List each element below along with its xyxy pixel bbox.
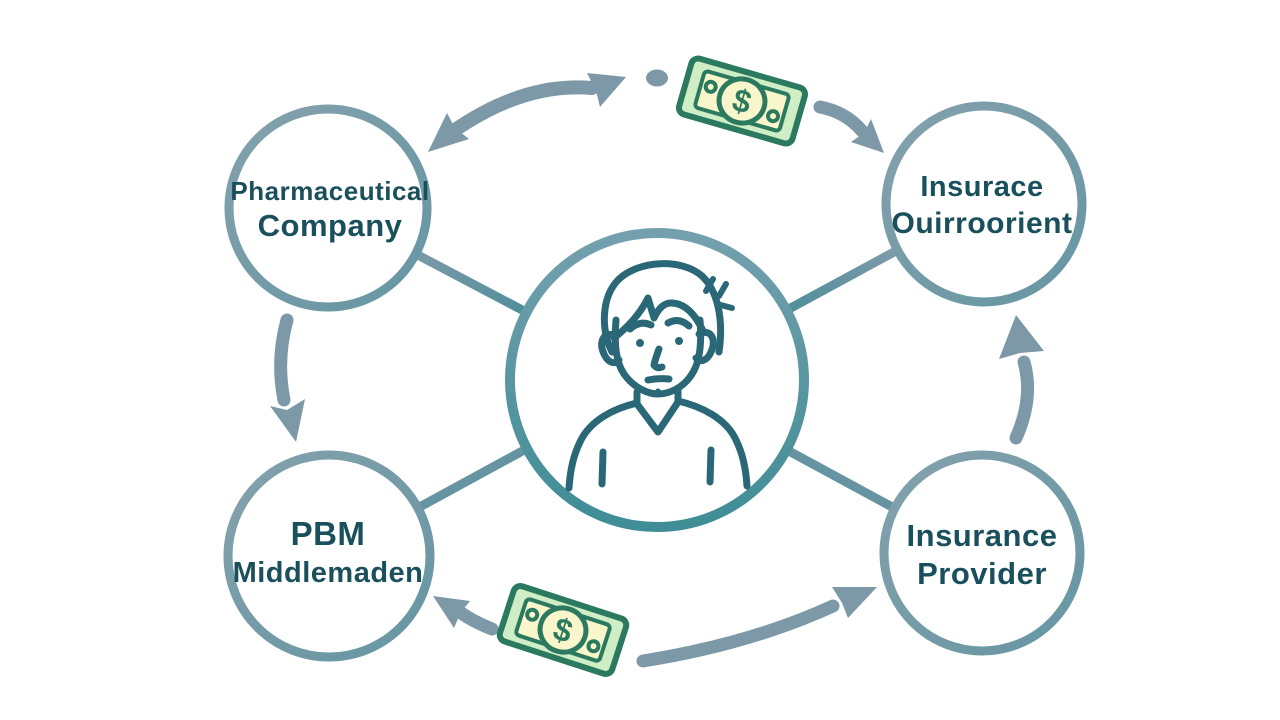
node-circle [881, 101, 1087, 307]
connector-pbm-to-center [413, 445, 529, 513]
node-pharmaceutical-company: Pharmaceutical Company [224, 104, 432, 312]
node-label-line1: Pharmaceutical [230, 176, 429, 206]
arrows [270, 69, 1044, 668]
center-hub [505, 228, 809, 532]
node-label-line1: Insurace [920, 171, 1043, 203]
node-label-line2: Provider [917, 556, 1047, 591]
curved-arrow-to-provider-icon [636, 587, 877, 668]
curved-arrow-pharma-to-pbm-icon [270, 313, 305, 442]
curved-arrow-to-pbm-icon [433, 596, 499, 636]
node-insurance-provider: Insurance Provider [879, 450, 1085, 656]
dollar-bill-bottom-icon: $ [496, 583, 630, 677]
curved-arrow-to-insurer-top-icon [813, 100, 884, 153]
dot [646, 69, 668, 87]
stress-marks-icon [703, 276, 735, 311]
connector-insurer-bottom-to-center [784, 446, 897, 512]
node-label-line2: Ouirroorient [891, 207, 1072, 240]
worried-person-icon [565, 260, 751, 492]
connector-lines [411, 248, 897, 513]
node-circle [879, 450, 1085, 656]
dollar-bill-top-icon: $ [675, 55, 809, 147]
node-circle [224, 104, 432, 312]
node-insurance-top: Insurace Ouirroorient [881, 101, 1087, 307]
node-label-line1: PBM [291, 515, 366, 552]
double-headed-arrow-icon [428, 73, 626, 152]
curved-arrow-provider-to-insurer-icon [999, 315, 1044, 445]
connector-pharma-to-center [411, 249, 529, 316]
node-label-line2: Company [258, 208, 403, 243]
node-label-line1: Insurance [907, 518, 1058, 553]
node-pbm-middlemen: PBM Middlemaden [223, 450, 435, 662]
node-label-line2: Middlemaden [233, 557, 424, 589]
node-circle [223, 450, 435, 662]
connector-insurer-top-to-center [784, 248, 897, 314]
